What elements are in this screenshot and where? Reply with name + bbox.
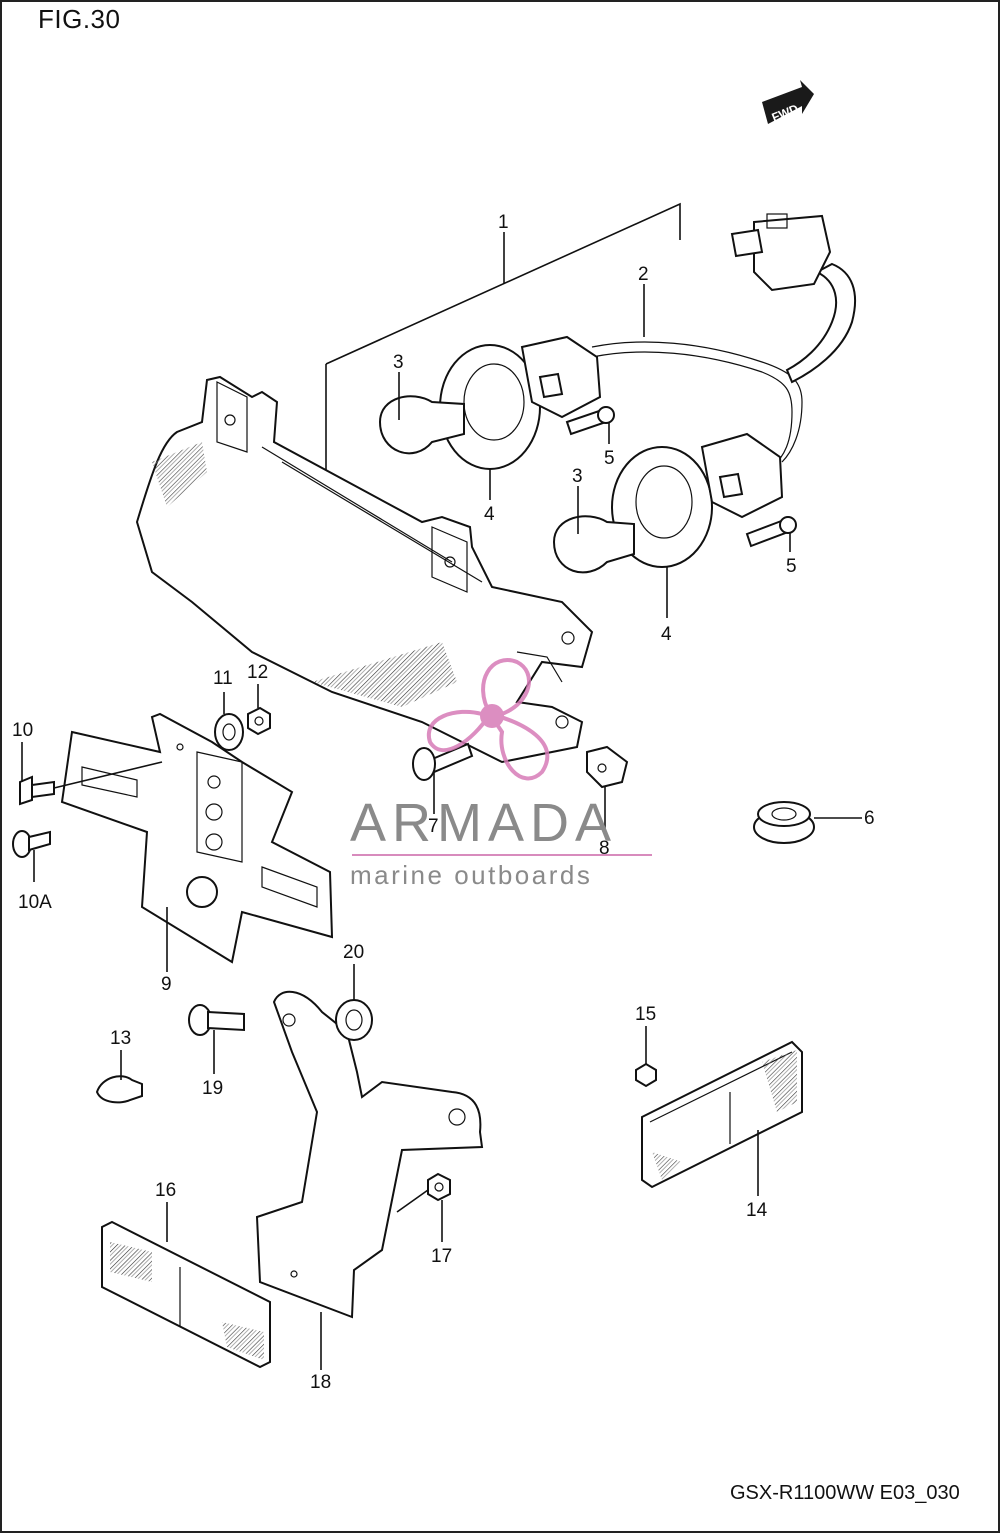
watermark-divider <box>352 854 652 856</box>
collar-nut-20 <box>335 999 373 1041</box>
callout-10a: 10A <box>18 892 52 913</box>
cap-13 <box>95 1075 143 1104</box>
callout-13: 13 <box>110 1028 131 1049</box>
bulb-upper <box>378 395 465 455</box>
callout-16: 16 <box>155 1180 176 1201</box>
callout-5b: 5 <box>786 556 797 577</box>
callout-1: 1 <box>498 212 509 233</box>
callout-5a: 5 <box>604 448 615 469</box>
license-bracket <box>60 712 334 964</box>
watermark-logo-icon <box>426 658 550 781</box>
callout-6: 6 <box>864 808 875 829</box>
bolt-10 <box>19 775 55 806</box>
callout-7: 7 <box>428 816 439 837</box>
callout-4a: 4 <box>484 504 495 525</box>
clip-nut <box>586 745 629 789</box>
tail-lamp-housing <box>135 375 594 764</box>
callout-4b: 4 <box>661 624 672 645</box>
figure-code: GSX-R1100WW E03_030 <box>730 1482 960 1504</box>
callout-3b: 3 <box>572 466 583 487</box>
callout-10: 10 <box>12 720 33 741</box>
figure-title: FIG.30 <box>38 4 121 34</box>
callout-17: 17 <box>431 1246 452 1267</box>
screw-10a <box>12 830 51 858</box>
callout-14: 14 <box>746 1200 768 1221</box>
socket-lower <box>611 432 784 568</box>
grommet <box>753 801 815 844</box>
wiring-harness <box>591 213 857 468</box>
callout-11: 11 <box>213 668 233 689</box>
bolt-19 <box>188 1004 245 1036</box>
callout-2: 2 <box>638 264 649 285</box>
screw-7 <box>412 742 474 781</box>
bracket-line-top <box>325 202 681 365</box>
callout-20: 20 <box>343 942 364 963</box>
callout-9: 9 <box>161 974 172 995</box>
screw-lower <box>745 516 797 548</box>
reflector-left <box>101 1220 271 1369</box>
reflector-right <box>641 1040 803 1189</box>
bulb-lower <box>552 515 635 574</box>
callout-19: 19 <box>202 1078 223 1099</box>
watermark-subtitle: marine outboards <box>350 860 593 890</box>
watermark-name: ARMADA <box>350 793 618 853</box>
washer-11 <box>214 713 244 751</box>
nut-15 <box>635 1062 657 1088</box>
nut-12 <box>247 706 271 736</box>
callout-15: 15 <box>635 1004 656 1025</box>
callout-8: 8 <box>599 838 610 859</box>
socket-upper <box>439 335 602 470</box>
reflector-bracket <box>255 990 484 1319</box>
callout-18: 18 <box>310 1372 331 1393</box>
callout-3a: 3 <box>393 352 404 373</box>
callout-labels: 1 2 3 3 4 4 5 5 6 7 8 9 10 10A 11 12 13 … <box>12 212 875 1393</box>
nut-17 <box>427 1172 451 1202</box>
screw-upper <box>565 406 615 436</box>
fwd-arrow-icon: FWD <box>762 80 814 125</box>
callout-12: 12 <box>247 662 268 683</box>
leader-lines <box>21 232 862 1370</box>
